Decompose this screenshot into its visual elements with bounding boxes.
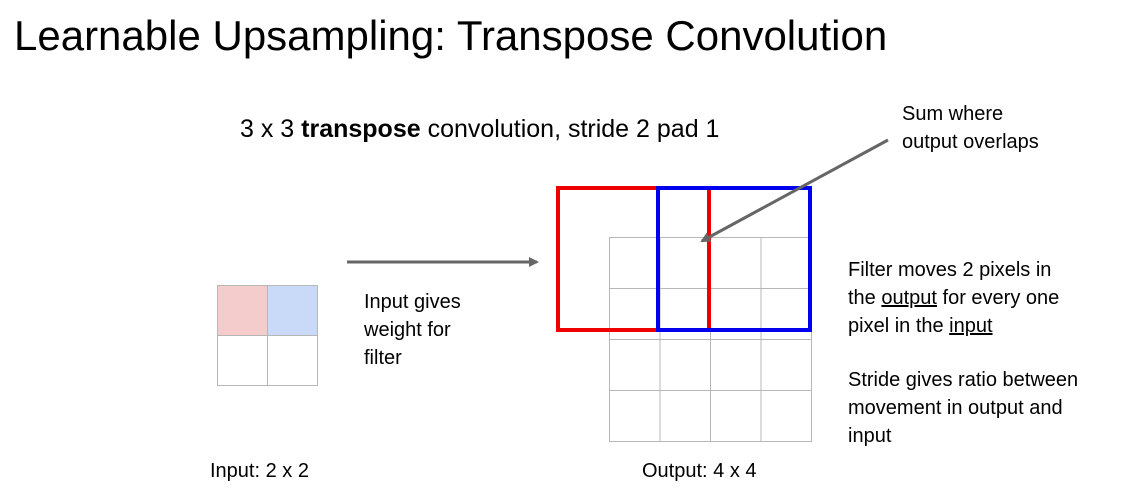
filter-note-input-underlined: input: [949, 315, 993, 337]
subtitle-part1: 3 x 3: [240, 115, 302, 143]
filter-note-output-underlined: output: [881, 287, 937, 309]
filter-note-line1: Filter moves 2 pixels in: [848, 259, 1052, 281]
filter-note-line2-pre: the: [848, 287, 882, 309]
input-label: Input: 2 x 2: [210, 460, 309, 482]
blue-filter-box: [656, 186, 812, 332]
filter-note-line3-pre: pixel in the: [848, 315, 950, 337]
filter-note-line2: the output for every one: [848, 284, 1059, 312]
input-cell-empty: [217, 335, 267, 386]
filter-note-line3: pixel in the input: [848, 312, 1059, 340]
filter-note: Filter moves 2 pixels in the output for …: [848, 256, 1059, 340]
input-cell-red: [217, 285, 267, 335]
stride-note-line1: Stride gives ratio between: [848, 369, 1079, 391]
input-grid: [217, 285, 318, 386]
filter-note-line2-post: for every one: [936, 287, 1060, 309]
page-title: Learnable Upsampling: Transpose Convolut…: [14, 12, 888, 59]
overlap-arrow: [700, 138, 889, 243]
sum-callout-line1: Sum where: [902, 103, 1004, 125]
input-cell-blue: [267, 285, 318, 335]
input-grid-lines: [217, 285, 318, 386]
input-note: Input gives weight for filter: [364, 288, 461, 372]
output-label: Output: 4 x 4: [642, 460, 757, 482]
input-note-line3: filter: [364, 347, 402, 369]
input-note-line1: Input gives: [364, 291, 461, 313]
input-note-line2: weight for: [364, 319, 451, 341]
stride-note-line2: movement in output and: [848, 397, 1063, 419]
subtitle-bold: transpose: [301, 115, 421, 143]
subtitle: 3 x 3 transpose convolution, stride 2 pa…: [240, 113, 719, 145]
red-filter-box: [556, 186, 711, 332]
sum-callout: Sum where output overlaps: [902, 100, 1039, 156]
subtitle-part2: convolution, stride 2 pad 1: [420, 115, 720, 143]
stride-note: Stride gives ratio between movement in o…: [848, 366, 1078, 450]
stride-note-line3: input: [848, 425, 892, 447]
sum-callout-line2: output overlaps: [902, 131, 1039, 153]
input-cell-empty: [267, 335, 318, 386]
